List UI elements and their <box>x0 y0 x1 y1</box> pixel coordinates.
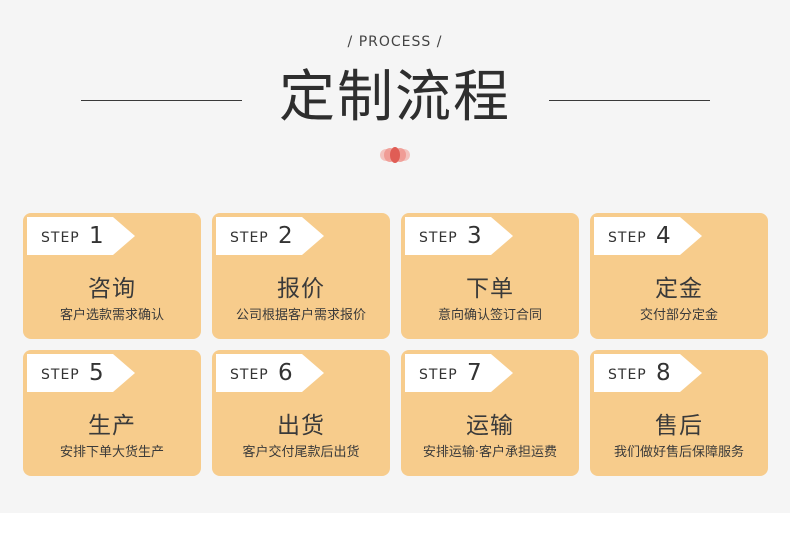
step-tag: STEP 5 <box>27 354 135 392</box>
step-card-2: STEP 2 报价 公司根据客户需求报价 <box>212 213 390 339</box>
step-number: 4 <box>656 223 671 249</box>
step-number: 8 <box>656 360 671 386</box>
step-label: STEP <box>41 367 80 383</box>
step-description: 交付部分定金 <box>639 308 718 323</box>
decorative-dots-icon <box>380 147 410 163</box>
step-number: 2 <box>278 223 293 249</box>
step-card-5: STEP 5 生产 安排下单大货生产 <box>23 350 201 476</box>
step-description: 安排运输·客户承担运费 <box>422 445 558 460</box>
step-tag: STEP 8 <box>594 354 702 392</box>
step-description: 客户交付尾款后出货 <box>242 445 360 460</box>
process-subtitle: / PROCESS / <box>347 34 443 50</box>
step-tag: STEP 1 <box>27 217 135 255</box>
step-label: STEP <box>230 230 269 246</box>
step-tag: STEP 3 <box>405 217 513 255</box>
step-title: 售后 <box>655 413 703 439</box>
step-title: 下单 <box>466 276 514 302</box>
step-card-3: STEP 3 下单 意向确认签订合同 <box>401 213 579 339</box>
process-panel: / PROCESS / 定制流程 STEP 1 咨询 客户选款需求确认 STEP… <box>23 34 768 476</box>
title-rule-right <box>549 100 710 101</box>
step-description: 意向确认签订合同 <box>437 308 542 323</box>
step-label: STEP <box>419 230 458 246</box>
step-description: 公司根据客户需求报价 <box>235 308 366 323</box>
step-number: 3 <box>467 223 482 249</box>
step-number: 1 <box>89 223 104 249</box>
step-card-4: STEP 4 定金 交付部分定金 <box>590 213 768 339</box>
step-label: STEP <box>419 367 458 383</box>
step-tag: STEP 6 <box>216 354 324 392</box>
step-card-1: STEP 1 咨询 客户选款需求确认 <box>23 213 201 339</box>
step-card-7: STEP 7 运输 安排运输·客户承担运费 <box>401 350 579 476</box>
step-tag: STEP 4 <box>594 217 702 255</box>
title-rule-left <box>81 100 242 101</box>
step-tag: STEP 2 <box>216 217 324 255</box>
step-number: 6 <box>278 360 293 386</box>
step-card-8: STEP 8 售后 我们做好售后保障服务 <box>590 350 768 476</box>
step-label: STEP <box>608 367 647 383</box>
step-tag: STEP 7 <box>405 354 513 392</box>
step-label: STEP <box>230 367 269 383</box>
step-description: 我们做好售后保障服务 <box>613 445 744 460</box>
step-label: STEP <box>608 230 647 246</box>
step-title: 运输 <box>466 413 514 439</box>
step-title: 出货 <box>277 413 325 439</box>
step-title: 生产 <box>88 413 136 439</box>
step-title: 咨询 <box>88 276 136 302</box>
step-label: STEP <box>41 230 80 246</box>
step-number: 5 <box>89 360 104 386</box>
page-title: 定制流程 <box>279 65 511 130</box>
step-card-6: STEP 6 出货 客户交付尾款后出货 <box>212 350 390 476</box>
step-description: 安排下单大货生产 <box>59 445 164 460</box>
step-number: 7 <box>467 360 482 386</box>
step-description: 客户选款需求确认 <box>59 308 164 323</box>
step-title: 定金 <box>655 276 703 302</box>
step-title: 报价 <box>277 276 325 302</box>
